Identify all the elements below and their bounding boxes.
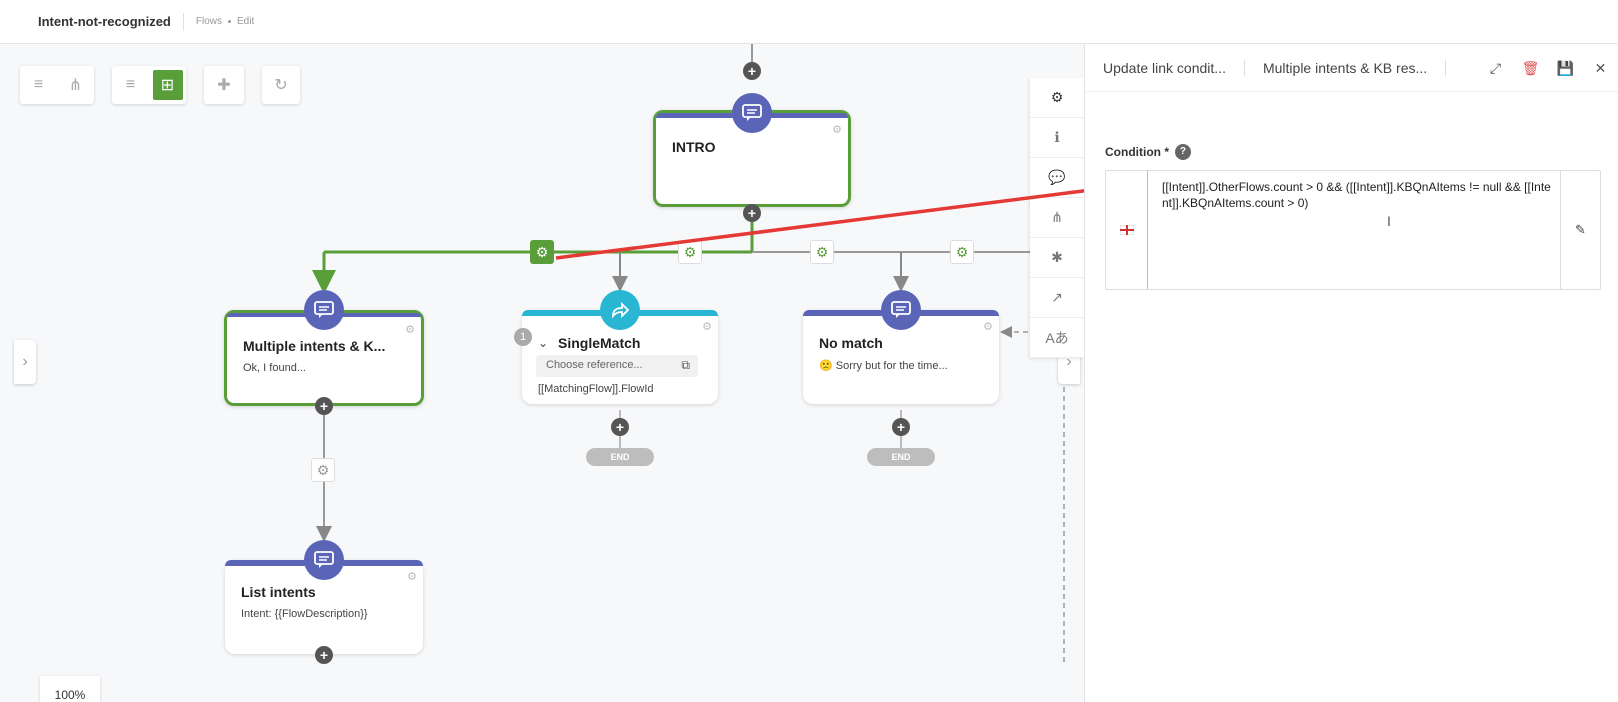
rail-translate[interactable]: Aあ (1030, 318, 1084, 358)
node-subtitle: 🙁 Sorry but for the time... (819, 360, 948, 372)
list-layout-icon[interactable]: ≡ (125, 76, 136, 93)
breadcrumb-edit: Edit (237, 16, 255, 27)
flow-title: Intent-not-recognized (38, 14, 171, 29)
tab-update-link-condition[interactable]: Update link condit... (1103, 59, 1226, 76)
app-header: Intent-not-recognized Flows Edit (0, 0, 1618, 44)
node-title: SingleMatch (558, 335, 641, 351)
flag-icon[interactable] (1106, 171, 1148, 289)
help-icon[interactable]: ? (1174, 144, 1191, 160)
chat-icon (304, 290, 344, 330)
rail-debug[interactable]: ✱ (1030, 238, 1084, 278)
rail-settings[interactable]: ⚙ (1030, 78, 1084, 118)
layout-toggle-group: ≡ ⊞ (112, 66, 186, 104)
pencil-icon[interactable]: ✎ (1560, 171, 1600, 289)
chevron-right-icon: › (1066, 353, 1072, 370)
text-cursor-icon: I (1387, 213, 1391, 229)
header-divider (182, 12, 184, 31)
add-step-plus-icon[interactable]: + (743, 62, 761, 80)
link-condition-gear-icon[interactable]: ⚙ (950, 240, 974, 264)
tab-multiple-intents[interactable]: Multiple intents & KB res... (1262, 59, 1428, 76)
expand-icon[interactable]: ⤢ (1489, 59, 1502, 76)
open-external-icon[interactable]: ⧉ (681, 358, 690, 372)
rail-comments[interactable]: 💬 (1030, 158, 1084, 198)
expand-left-panel-button[interactable]: › (14, 340, 36, 384)
breadcrumb-flows[interactable]: Flows (195, 16, 223, 27)
node-title: INTRO (672, 139, 716, 155)
rail-structure[interactable]: ⋔ (1030, 198, 1084, 238)
condition-editor[interactable]: [[Intent]].OtherFlows.count > 0 && ([[In… (1105, 170, 1601, 290)
link-condition-gear-icon[interactable]: ⚙ (810, 240, 834, 264)
chat-icon (732, 93, 772, 133)
end-pill: END (867, 448, 935, 466)
info-icon: ℹ (1054, 129, 1060, 145)
node-title: Multiple intents & K... (243, 338, 386, 354)
chart-icon: ↗ (1051, 289, 1063, 305)
properties-rail: ⚙ ℹ 💬 ⋔ ✱ ↗ Aあ (1030, 78, 1084, 358)
add-step-plus-icon[interactable]: + (743, 204, 761, 222)
tab-divider (1243, 59, 1245, 76)
breadcrumb: Flows Edit (196, 16, 254, 27)
translate-icon: Aあ (1045, 329, 1069, 346)
save-icon[interactable]: 💾 (1556, 59, 1575, 76)
node-subtitle: [[MatchingFlow]].FlowId (538, 383, 654, 395)
gear-icon[interactable]: ⚙ (983, 321, 993, 333)
node-subtitle: Intent: {{FlowDescription}} (241, 608, 368, 620)
plus-icon: ✚ (217, 77, 231, 94)
panel-tabs: Update link condit... Multiple intents &… (1085, 44, 1618, 92)
link-condition-gear-icon[interactable]: ⚙ (530, 240, 554, 264)
flow-canvas[interactable]: ≡ ⋔ ≡ ⊞ ✚ ↻ + ⚙ INTRO + ⚙ ⚙ ⚙ ⚙ ⚙ Multip… (0, 44, 1084, 702)
chevron-right-icon: › (22, 353, 28, 370)
bug-icon: ✱ (1051, 249, 1063, 265)
chevron-down-icon[interactable]: ⌄ (538, 336, 549, 350)
properties-panel: Update link condit... Multiple intents &… (1084, 44, 1618, 702)
rail-analytics[interactable]: ↗ (1030, 278, 1084, 318)
panel-actions: ⤢ 🗑 💾 ✕ (1478, 44, 1618, 92)
node-count-badge: 1 (514, 328, 532, 346)
add-step-plus-icon[interactable]: + (315, 397, 333, 415)
zoom-level[interactable]: 100% (40, 676, 100, 702)
link-condition-gear-icon[interactable]: ⚙ (311, 458, 335, 482)
condition-input[interactable]: [[Intent]].OtherFlows.count > 0 && ([[In… (1162, 180, 1551, 210)
tree-layout-icon[interactable]: ⊞ (152, 70, 183, 100)
reference-select[interactable]: Choose reference... ⧉ (536, 355, 698, 377)
reference-placeholder: Choose reference... (546, 359, 643, 371)
add-step-plus-icon[interactable]: + (315, 646, 333, 664)
rail-info[interactable]: ℹ (1030, 118, 1084, 158)
tab-divider (1445, 59, 1447, 76)
share-icon (600, 290, 640, 330)
add-step-plus-icon[interactable]: + (611, 418, 629, 436)
gear-icon[interactable]: ⚙ (407, 571, 417, 583)
link-condition-gear-icon[interactable]: ⚙ (678, 240, 702, 264)
end-pill: END (586, 448, 654, 466)
condition-label: Condition * (1105, 145, 1169, 159)
refresh-button[interactable]: ↻ (262, 66, 300, 104)
node-subtitle: Ok, I found... (243, 362, 306, 374)
add-step-plus-icon[interactable]: + (892, 418, 910, 436)
condition-label-row: Condition * ? (1105, 144, 1191, 160)
chat-bubbles-icon: 💬 (1048, 169, 1066, 185)
list-view-icon[interactable]: ≡ (33, 76, 44, 93)
add-node-button[interactable]: ✚ (204, 66, 244, 104)
gear-icon: ⚙ (1050, 89, 1064, 105)
trash-icon[interactable]: 🗑 (1521, 59, 1540, 76)
gear-icon[interactable]: ⚙ (832, 124, 842, 136)
gear-icon[interactable]: ⚙ (405, 324, 415, 336)
chat-icon (881, 290, 921, 330)
close-icon[interactable]: ✕ (1594, 59, 1607, 76)
node-title: List intents (241, 584, 316, 600)
chat-icon (304, 540, 344, 580)
node-title: No match (819, 335, 883, 351)
hierarchy-icon: ⋔ (1051, 209, 1063, 225)
breadcrumb-separator (228, 20, 232, 23)
view-toggle-group: ≡ ⋔ (20, 66, 94, 104)
refresh-icon: ↻ (274, 77, 288, 94)
diagram-view-icon[interactable]: ⋔ (68, 77, 83, 94)
gear-icon[interactable]: ⚙ (702, 321, 712, 333)
